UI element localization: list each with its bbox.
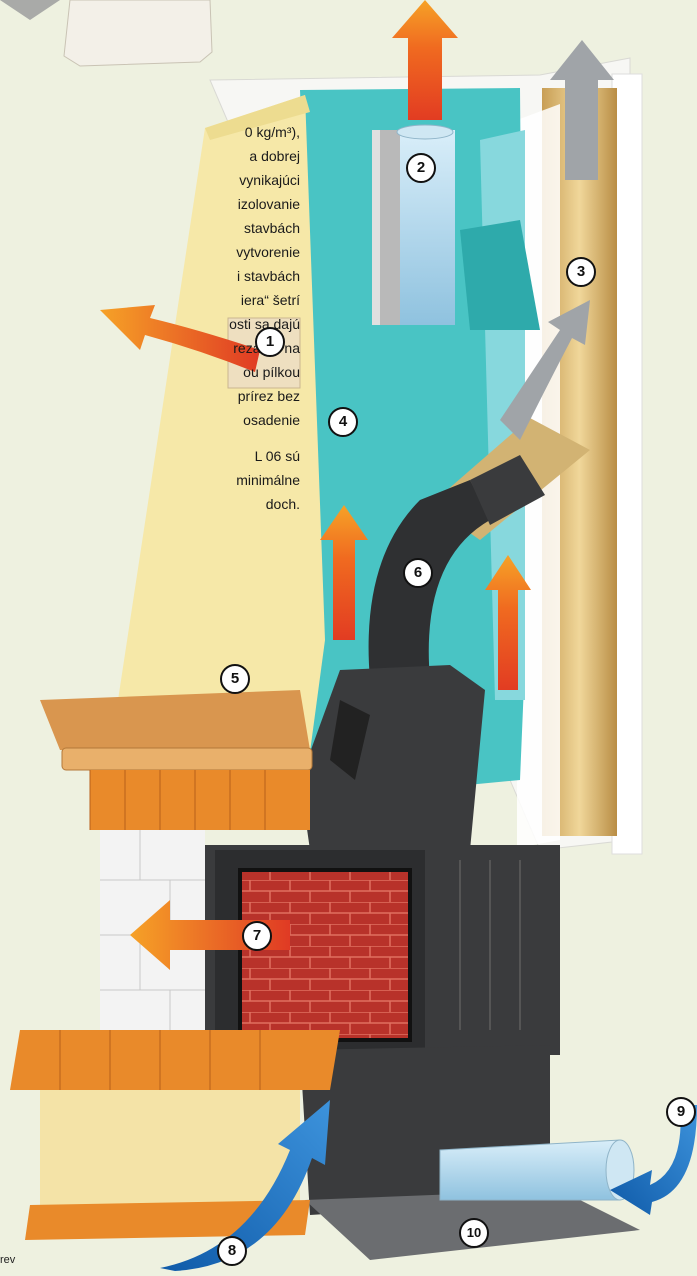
warm-air-arrow-up-right — [485, 555, 531, 690]
text-line: minimálne — [236, 472, 300, 488]
callout-4: 4 — [328, 407, 358, 437]
text-line: L 06 sú — [254, 448, 300, 464]
text-line: doch. — [265, 496, 300, 512]
text-line: prírez bez — [237, 388, 300, 404]
callout-5: 5 — [220, 664, 250, 694]
exhaust-arrow-curved — [500, 300, 590, 440]
callout-3: 3 — [566, 257, 596, 287]
cold-air-arrow-9 — [610, 1105, 697, 1215]
callout-8: 8 — [217, 1236, 247, 1266]
text-line: vytvorenie — [236, 244, 300, 260]
cold-air-arrow-8 — [160, 1100, 330, 1271]
warm-air-arrow-7 — [130, 900, 290, 970]
warm-air-arrow-1 — [100, 305, 260, 372]
caption: rev — [0, 1254, 16, 1266]
callout-2: 2 — [406, 153, 436, 183]
air-intake-pipe — [439, 1139, 621, 1201]
callout-7: 7 — [242, 921, 272, 951]
text-line: i stavbách — [236, 268, 300, 284]
text-line: osti sa dajú — [229, 316, 300, 332]
insulation-board — [118, 95, 325, 752]
text-line: stavbách — [243, 220, 300, 236]
firebox-bricks — [240, 870, 410, 1040]
callout-6: 6 — [403, 558, 433, 588]
callout-1: 1 — [255, 327, 285, 357]
text-line: ou pílkou — [243, 364, 300, 380]
callout-10: 10 — [459, 1218, 489, 1248]
text-line: iera“ šetrí — [240, 292, 300, 308]
text-line: vynikajúci — [239, 172, 300, 188]
flue-gas-arrow — [392, 0, 458, 120]
warm-air-arrow-up-left — [320, 505, 368, 640]
callout-9: 9 — [666, 1097, 696, 1127]
exhaust-arrow-top — [550, 40, 614, 180]
text-line: izolovanie — [237, 196, 300, 212]
description-text: 0 kg/m³), a dobrej vynikajúci izolovanie… — [0, 120, 300, 516]
bag-illustration — [63, 0, 213, 67]
text-line: a dobrej — [249, 148, 300, 164]
text-line: osadenie — [243, 412, 300, 428]
text-line: 0 kg/m³), — [244, 124, 300, 140]
